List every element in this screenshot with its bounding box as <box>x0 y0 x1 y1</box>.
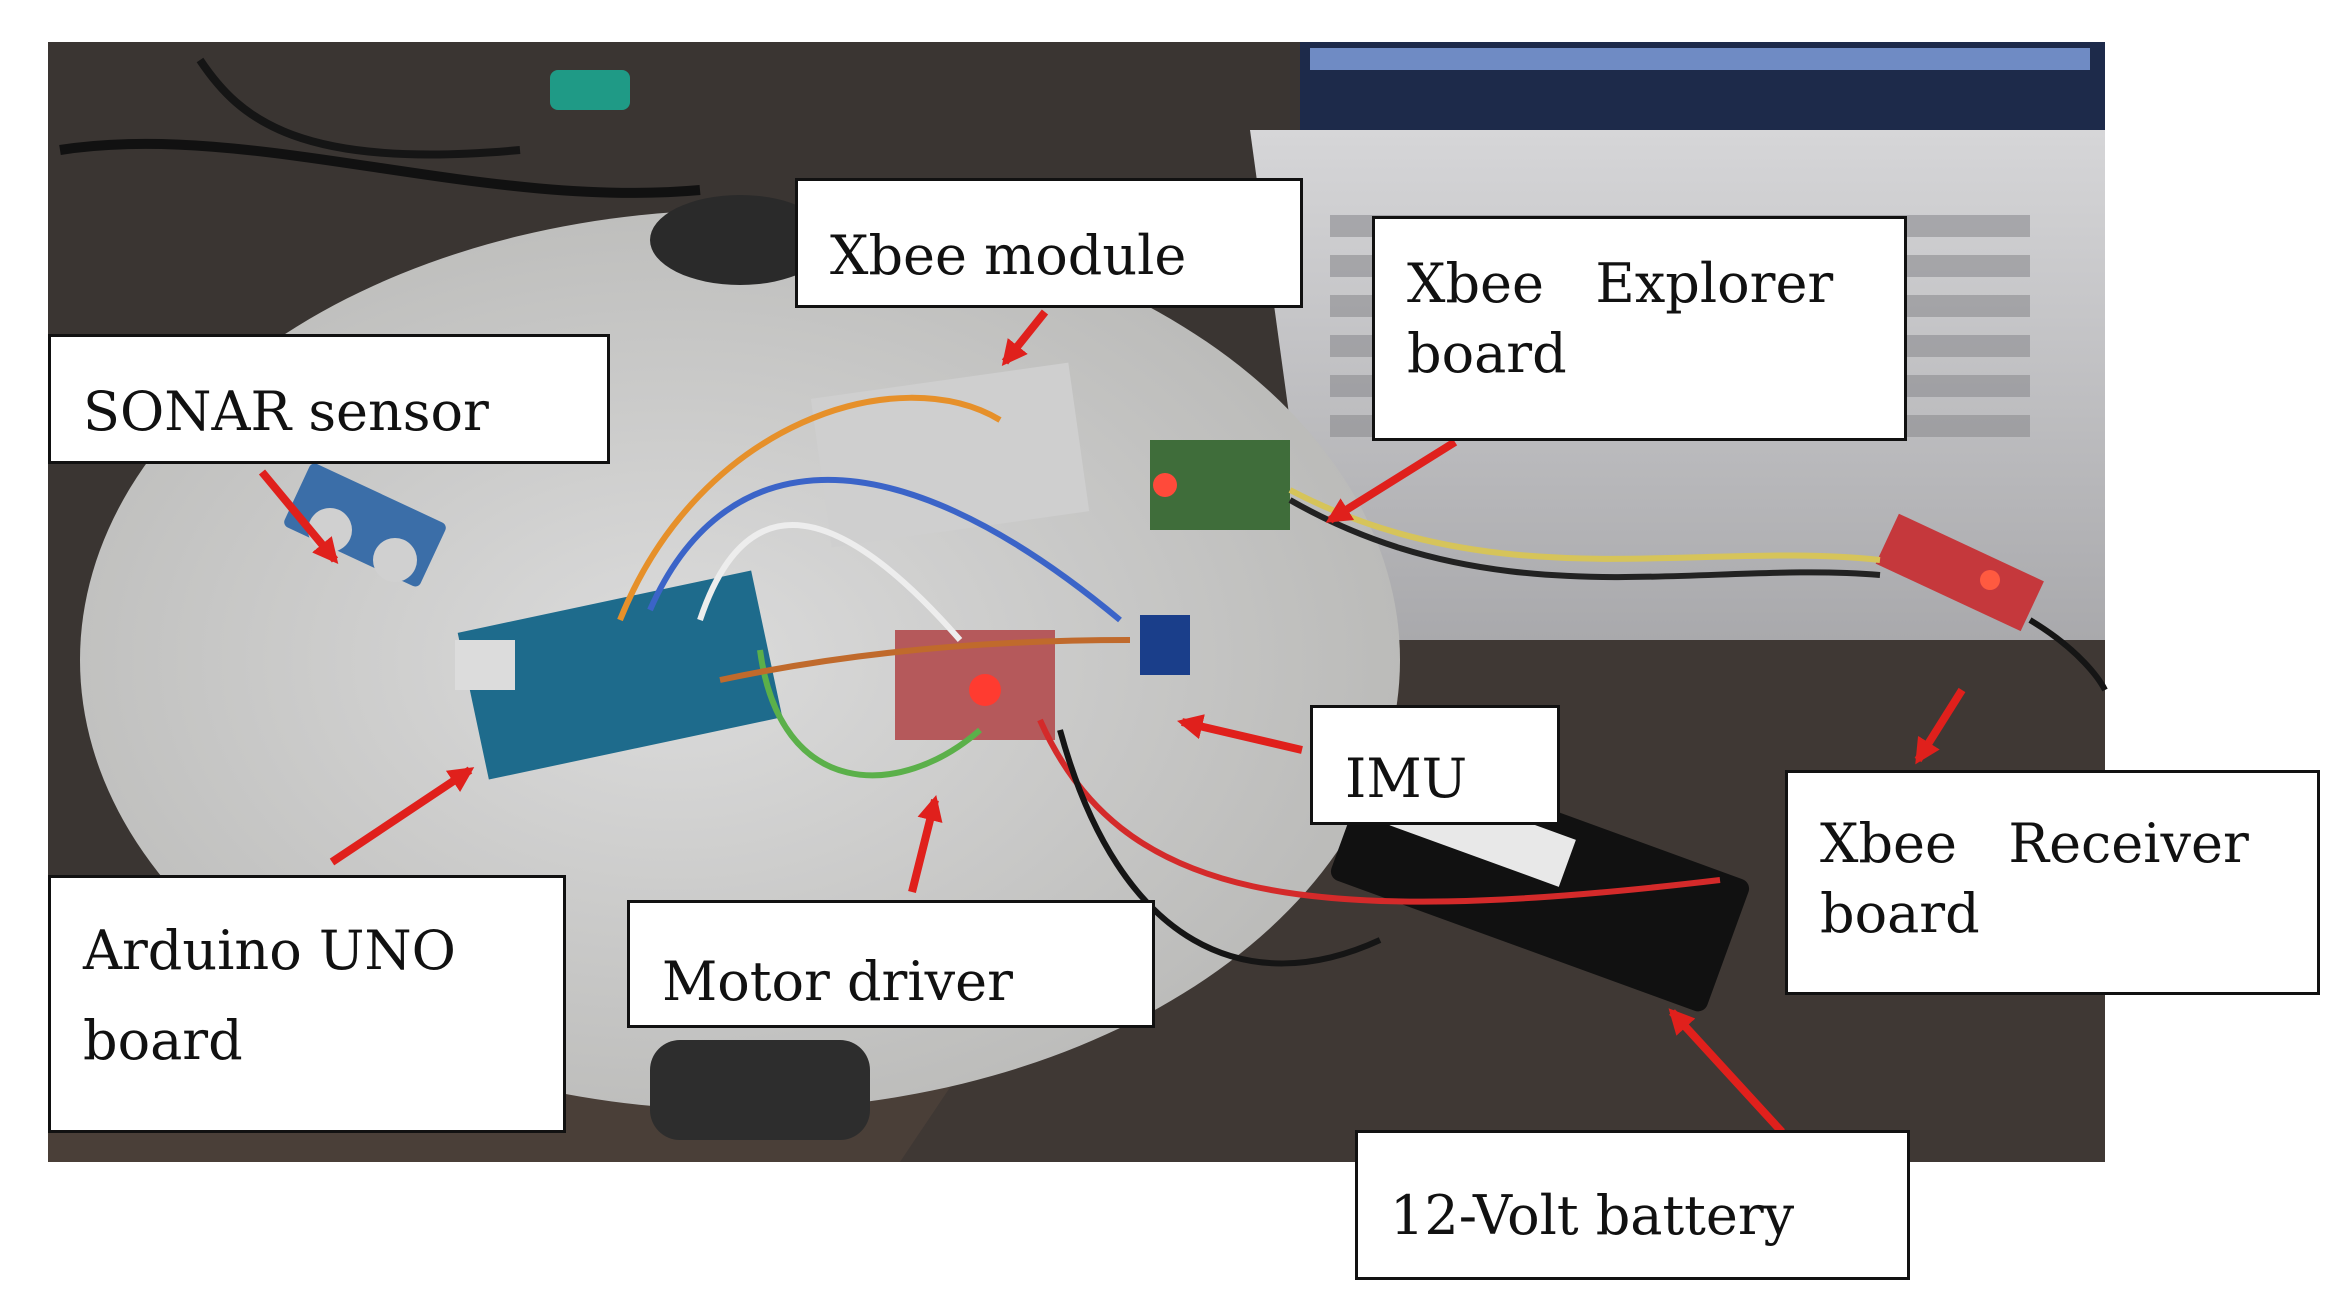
label-xbee-receiver-line2: board <box>1820 882 1980 946</box>
label-xbee-explorer-line1: Xbee Explorer <box>1407 252 1834 315</box>
arduino-board-part <box>455 570 783 780</box>
arrow-xbee-explorer <box>1325 438 1458 524</box>
label-battery-text: 12-Volt battery <box>1390 1184 1795 1247</box>
arrow-imu <box>1177 714 1303 754</box>
arrow-arduino <box>329 766 475 866</box>
wheel <box>650 195 830 285</box>
label-motor-driver-text: Motor driver <box>662 950 1013 1013</box>
label-12-volt-battery: 12-Volt battery <box>1355 1130 1910 1280</box>
arrow-battery <box>1668 1008 1785 1135</box>
label-xbee-explorer-line2: board <box>1407 322 1567 386</box>
arrow-motor-driver <box>908 795 943 893</box>
xbee-receiver-part <box>1875 513 2044 632</box>
cable <box>196 57 521 159</box>
label-motor-driver: Motor driver <box>627 900 1155 1028</box>
clip <box>550 70 630 110</box>
label-arduino-line2: board <box>83 1009 243 1073</box>
cable <box>59 138 701 198</box>
wires <box>617 394 2108 967</box>
label-xbee-receiver: Xbee Receiver board <box>1785 770 2320 995</box>
label-sonar-sensor: SONAR sensor <box>48 334 610 464</box>
monitor-screen-strip <box>1310 48 2090 70</box>
label-arduino-line1: Arduino UNO <box>83 919 456 982</box>
label-sonar-sensor-text: SONAR sensor <box>83 380 489 443</box>
wheel-bottom <box>650 1040 870 1140</box>
arrow-xbee-module <box>1001 309 1049 366</box>
label-imu: IMU <box>1310 705 1560 825</box>
label-xbee-module: Xbee module <box>795 178 1303 308</box>
xbee-explorer-part <box>1150 440 1290 530</box>
label-xbee-receiver-line1: Xbee Receiver <box>1820 812 2249 875</box>
imu-part <box>1140 615 1190 675</box>
label-xbee-explorer: Xbee Explorer board <box>1372 216 1907 441</box>
arrow-sonar <box>258 469 339 564</box>
label-imu-text: IMU <box>1345 747 1468 810</box>
label-xbee-module-text: Xbee module <box>830 224 1187 287</box>
label-arduino-uno: Arduino UNO board <box>48 875 566 1133</box>
annotation-arrows <box>258 309 1966 1135</box>
xbee-module-part <box>810 362 1090 548</box>
arrow-xbee-receiver <box>1914 687 1966 765</box>
